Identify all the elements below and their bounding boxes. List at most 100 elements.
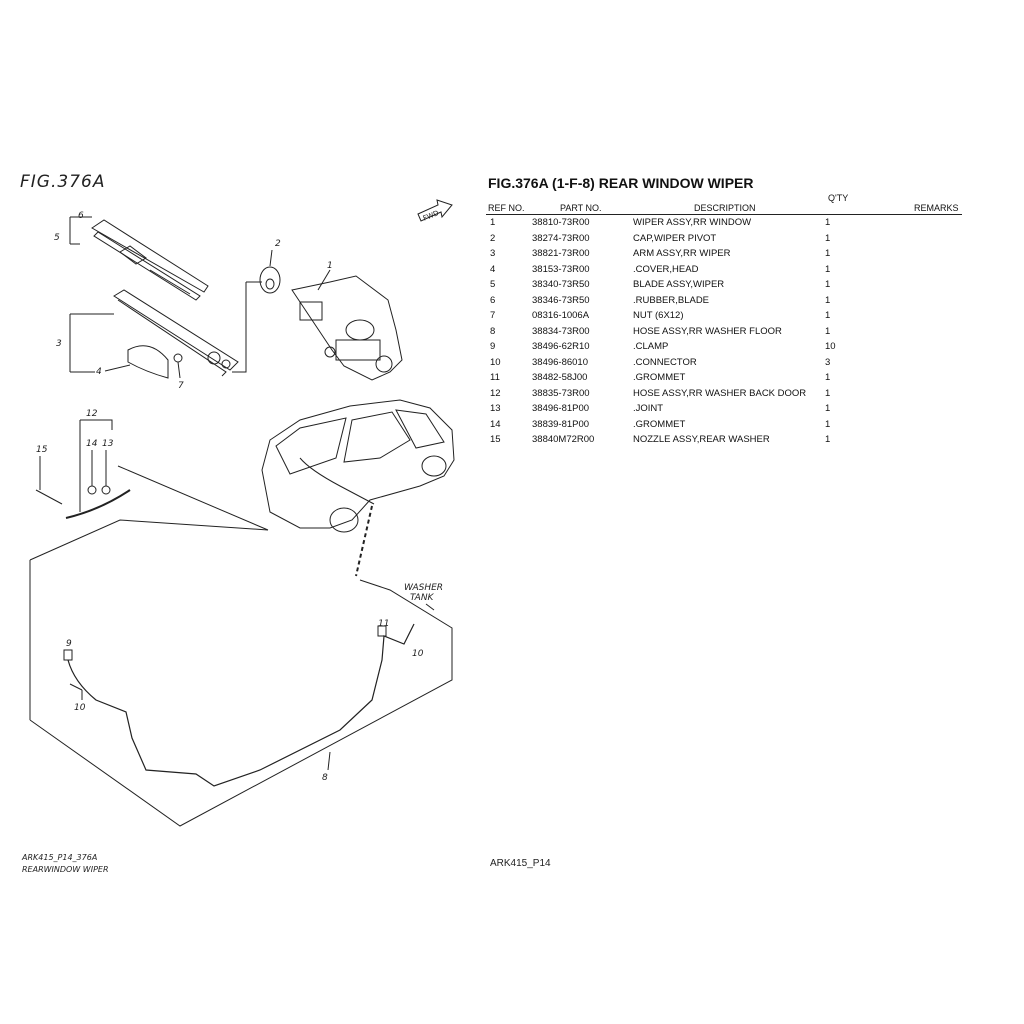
part-no-cell: 38821-73R00 xyxy=(532,248,590,259)
part-no-cell: 38835-73R00 xyxy=(532,387,590,399)
part-no-cell: 08316-1006A xyxy=(532,310,590,321)
qty-cell: 1 xyxy=(825,372,831,383)
callout-7: 7 xyxy=(178,381,184,391)
ref-no-cell: 13 xyxy=(490,403,501,414)
connector-drawing xyxy=(69,683,83,691)
leader-line xyxy=(104,364,131,372)
description-cell: ARM ASSY,RR WIPER xyxy=(633,248,731,259)
callout-10-left: 10 xyxy=(74,703,86,713)
parts-list-footer: ARK415_P14 xyxy=(490,858,551,869)
figure-footer-title: REARWINDOW WIPER xyxy=(22,865,109,874)
qty-cell: 3 xyxy=(825,356,831,368)
leader-line xyxy=(269,249,273,267)
callout-5: 5 xyxy=(54,233,60,243)
callout-2: 2 xyxy=(275,239,281,249)
ref-no-cell: 2 xyxy=(490,232,496,244)
part-no-cell: 38153-73R00 xyxy=(532,263,590,275)
leader-line xyxy=(327,751,331,771)
header-remarks: REMARKS xyxy=(914,203,959,213)
ref-no-cell: 6 xyxy=(490,294,496,306)
clamp-drawing xyxy=(63,649,73,661)
pivot-cap-drawing xyxy=(259,266,281,294)
ref-no-cell: 7 xyxy=(490,310,496,321)
part-no-cell: 38346-73R50 xyxy=(532,294,590,306)
description-cell: .COVER,HEAD xyxy=(633,263,699,275)
qty-cell: 1 xyxy=(825,263,831,275)
callout-11: 11 xyxy=(378,619,389,629)
description-cell: CAP,WIPER PIVOT xyxy=(633,232,717,244)
header-part-no: PART NO. xyxy=(560,203,602,213)
exploded-diagram: FWD 6 5 3 4 7 2 1 xyxy=(29,199,455,827)
description-cell: WIPER ASSY,RR WINDOW xyxy=(633,217,752,228)
qty-cell: 10 xyxy=(825,341,836,352)
qty-cell: 1 xyxy=(825,248,831,259)
description-cell: .JOINT xyxy=(633,403,664,414)
ref-no-cell: 9 xyxy=(490,341,496,352)
washer-label: WASHER xyxy=(404,583,443,593)
description-cell: HOSE ASSY,RR WASHER BACK DOOR xyxy=(633,387,807,399)
header-description: DESCRIPTION xyxy=(694,203,756,213)
part-no-cell: 38274-73R00 xyxy=(532,232,590,244)
callout-6: 6 xyxy=(78,211,84,221)
callout-12: 12 xyxy=(86,409,98,419)
ref-no-cell: 10 xyxy=(490,356,501,368)
wiper-blade-drawing xyxy=(91,219,209,301)
description-cell: .GROMMET xyxy=(633,418,686,430)
ref-no-cell: 12 xyxy=(490,387,501,399)
table-row: 7 08316-1006A NUT (6X12) 1 xyxy=(486,308,962,324)
callout-13: 13 xyxy=(102,439,114,449)
qty-cell: 1 xyxy=(825,279,831,290)
description-cell: HOSE ASSY,RR WASHER FLOOR xyxy=(633,325,782,337)
part-no-cell: 38496-81P00 xyxy=(532,403,590,414)
leader-line xyxy=(232,281,262,373)
description-cell: NUT (6X12) xyxy=(633,310,684,321)
ref-no-cell: 11 xyxy=(490,372,500,383)
qty-cell: 1 xyxy=(825,232,831,244)
parts-table: REF NO. PART NO. DESCRIPTION Q'TY REMARK… xyxy=(486,193,962,448)
header-ref-no: REF NO. xyxy=(488,203,525,213)
callout-1: 1 xyxy=(327,261,333,271)
part-no-cell: 38496-62R10 xyxy=(532,341,590,352)
ref-no-cell: 14 xyxy=(490,418,501,430)
qty-cell: 1 xyxy=(825,325,831,337)
table-row: 9 38496-62R10 .CLAMP 10 xyxy=(486,339,962,355)
tank-arrow-icon xyxy=(425,603,435,611)
ref-no-cell: 3 xyxy=(490,248,496,259)
floor-panel-outline xyxy=(29,465,453,827)
leader-line xyxy=(355,505,373,577)
callout-4: 4 xyxy=(96,367,102,377)
grommet-drawing xyxy=(377,625,387,637)
nut-drawing xyxy=(173,353,183,363)
back-door-inset-drawing xyxy=(65,419,131,519)
description-cell: NOZZLE ASSY,REAR WASHER xyxy=(633,434,770,445)
table-header: REF NO. PART NO. DESCRIPTION Q'TY REMARK… xyxy=(486,193,962,215)
part-no-cell: 38840M72R00 xyxy=(532,434,595,445)
leader-line xyxy=(69,216,92,245)
callout-8: 8 xyxy=(322,773,328,783)
qty-cell: 1 xyxy=(825,387,831,399)
leader-line xyxy=(69,313,114,373)
callout-15: 15 xyxy=(36,445,48,455)
part-no-cell: 38839-81P00 xyxy=(532,418,590,430)
qty-cell: 1 xyxy=(825,310,831,321)
figure-label: FIG.376A xyxy=(20,172,106,192)
description-cell: .CONNECTOR xyxy=(633,356,697,368)
description-cell: .CLAMP xyxy=(633,341,669,352)
part-no-cell: 38834-73R00 xyxy=(532,325,590,337)
ref-no-cell: 5 xyxy=(490,279,496,290)
head-cover-drawing xyxy=(127,345,169,379)
ref-no-cell: 1 xyxy=(490,217,496,228)
leader-line xyxy=(317,269,331,291)
table-row: 8 38834-73R00 HOSE ASSY,RR WASHER FLOOR 1 xyxy=(486,324,962,340)
qty-cell: 1 xyxy=(825,217,831,228)
table-row: 12 38835-73R00 HOSE ASSY,RR WASHER BACK DO… xyxy=(486,386,962,402)
ref-no-cell: 8 xyxy=(490,325,496,337)
